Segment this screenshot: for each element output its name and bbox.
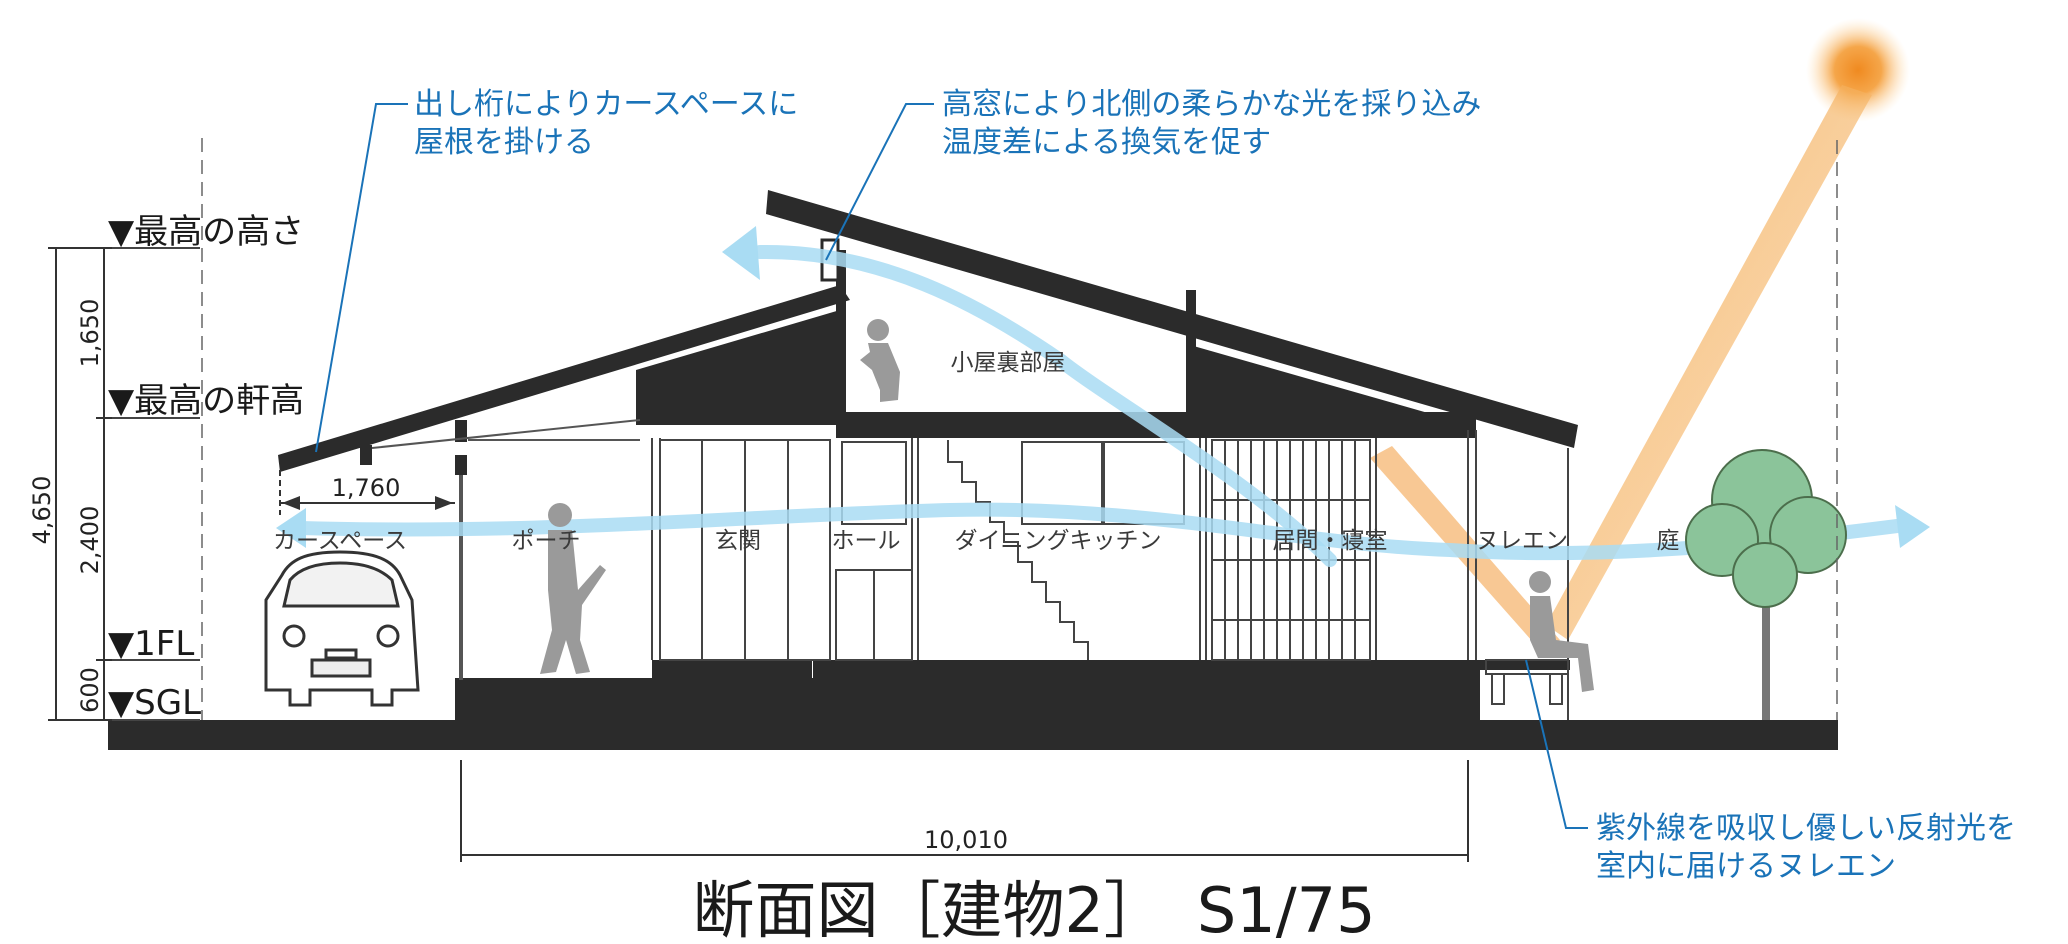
porch-floor-block xyxy=(455,678,813,722)
roof-mass-right xyxy=(1190,345,1470,425)
main-floor-block xyxy=(813,660,1480,722)
note-window-line2: 温度差による換気を促す xyxy=(942,125,1271,160)
leader-lines xyxy=(315,103,1588,829)
room-loft: 小屋裏部屋 xyxy=(951,350,1066,376)
width-dimension xyxy=(460,760,1469,862)
carport-ceiling xyxy=(371,419,641,449)
level-1fl: ▼1FL xyxy=(108,624,194,664)
roof-mass-left xyxy=(636,310,840,425)
room-porch: ポーチ xyxy=(512,528,581,554)
tree-icon xyxy=(1685,449,1847,720)
carport-beam xyxy=(360,445,372,465)
room-nuren: ヌレエン xyxy=(1476,528,1568,554)
floor-slab-right xyxy=(1480,660,1570,670)
note-eave-line2: 屋根を掛ける xyxy=(414,125,594,160)
note-nuren-line2: 室内に届けるヌレエン xyxy=(1596,849,1896,884)
person-walking xyxy=(540,503,606,674)
room-carport: カースペース xyxy=(273,528,407,554)
room-dining-kitchen: ダイニングキッチン xyxy=(955,528,1162,554)
ground-slab xyxy=(108,720,1838,750)
level-max-height: ▼最高の高さ xyxy=(108,212,304,252)
room-hall: ホール xyxy=(832,528,901,554)
wind-arrowhead-up xyxy=(722,226,760,280)
room-garden: 庭 xyxy=(1657,528,1680,554)
level-markers xyxy=(100,247,200,721)
car-icon xyxy=(264,550,420,707)
porch-post-mid xyxy=(455,455,467,475)
person-sitting xyxy=(1529,571,1594,692)
level-lines xyxy=(201,138,1838,720)
porch-post-top xyxy=(455,420,467,442)
vertical-dimension-lines xyxy=(48,247,112,721)
eave-dim-arrow-right xyxy=(435,496,453,510)
room-living-bedroom: 居間・寝室 xyxy=(1273,528,1388,554)
note-nuren-line1: 紫外線を吸収し優しい反射光を xyxy=(1596,811,2016,846)
eave-dimension xyxy=(279,470,455,515)
loft-wall-right xyxy=(1186,290,1196,415)
eave-dim-arrow-left xyxy=(282,496,300,510)
note-eave-line1: 出し桁によりカースペースに xyxy=(414,87,798,122)
room-entrance: 玄関 xyxy=(715,528,761,554)
note-window-line1: 高窓により北側の柔らかな光を採り込み xyxy=(942,87,1481,122)
level-max-eave: ▼最高の軒高 xyxy=(108,381,304,421)
main-roof xyxy=(766,190,1578,448)
main-floor-front xyxy=(652,660,812,678)
wind-arrow-horizontal xyxy=(293,502,1912,561)
level-sgl: ▼SGL xyxy=(108,683,201,723)
dim-lower: 600 xyxy=(76,667,104,713)
drawing-title: 断面図［建物2］ S1/75 xyxy=(692,874,1375,944)
person-crouching xyxy=(860,319,900,402)
wind-arrow-upward xyxy=(753,244,1337,567)
left-roof xyxy=(278,285,850,472)
dim-eave-overhang: 1,760 xyxy=(332,474,401,502)
sun-icon xyxy=(1806,18,1910,122)
wind-arrowhead-left xyxy=(276,508,306,548)
dim-total-width: 10,010 xyxy=(924,826,1008,854)
dim-upper: 1,650 xyxy=(76,299,104,368)
wind-arrowhead-right xyxy=(1895,505,1930,548)
sun-ray-main xyxy=(1546,85,1872,640)
dim-middle: 2,400 xyxy=(76,506,104,575)
loft-wall-left xyxy=(836,250,846,415)
dim-total-height: 4,650 xyxy=(28,476,56,545)
